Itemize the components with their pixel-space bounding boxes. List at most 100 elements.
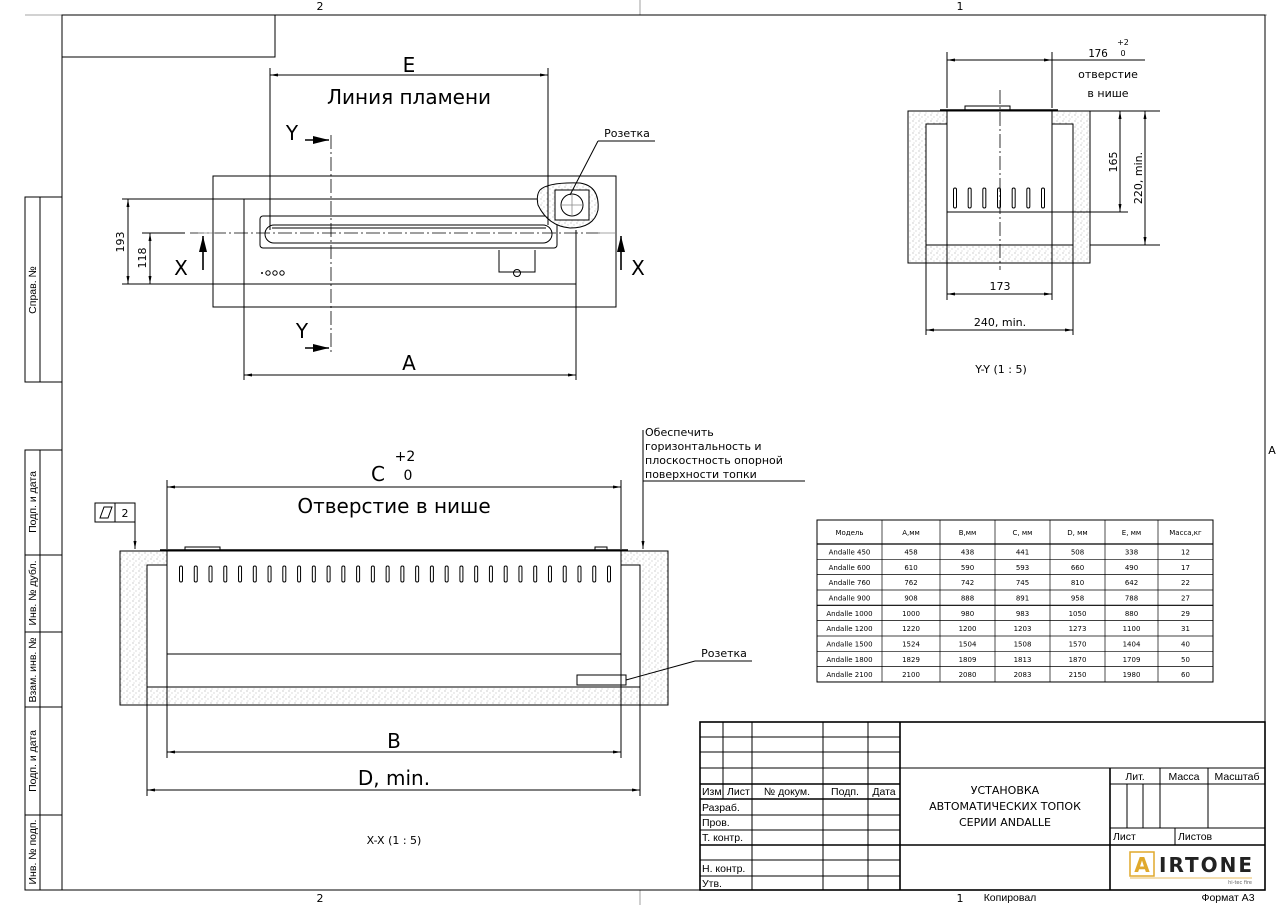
table-cell-model: Andalle 2100 — [826, 671, 872, 679]
side-label-sign-date-1: Подп. и дата — [27, 471, 39, 533]
vent-slot — [562, 565, 567, 583]
table-cell-model: Andalle 900 — [829, 594, 871, 602]
table-cell: 1829 — [902, 656, 920, 664]
note-line-1: Обеспечить — [645, 426, 714, 439]
vent-slot — [474, 565, 479, 583]
vent-slot — [208, 565, 213, 583]
table-cell: 888 — [961, 594, 974, 602]
table-cell-model: Andalle 760 — [829, 579, 871, 587]
vent-slot — [982, 187, 987, 209]
dim-193: 193 — [114, 232, 127, 253]
copied-label: Копировал — [984, 892, 1037, 904]
table-header: E, мм — [1122, 529, 1141, 537]
vent-slots — [179, 565, 611, 583]
table-header: D, мм — [1067, 529, 1087, 537]
table-cell: 22 — [1181, 579, 1190, 587]
vent-slot — [592, 565, 597, 583]
section-x-label-left: X — [174, 256, 188, 280]
control-buttons — [261, 270, 285, 276]
format-label: Формат А3 — [1201, 892, 1254, 904]
tol-zero: 0 — [404, 468, 413, 484]
col-header-doc-no: № докум. — [764, 786, 810, 798]
dim-118: 118 — [136, 248, 149, 269]
side-label-sign-date-2: Подп. и дата — [27, 730, 39, 792]
side-label-repl-inv: Взам. инв. № — [27, 637, 39, 702]
burner-top-outline — [243, 198, 577, 307]
socket-label: Розетка — [701, 647, 747, 660]
socket-box — [576, 674, 627, 686]
table-cell: 642 — [1125, 579, 1138, 587]
hole-label-1: отверстие — [1078, 68, 1138, 81]
table-cell: 593 — [1016, 564, 1029, 572]
table-header: A,мм — [902, 529, 920, 537]
table-cell: 745 — [1016, 579, 1029, 587]
flatness-icon — [99, 506, 113, 519]
dim-e: E — [403, 53, 416, 77]
vent-slot — [503, 565, 508, 583]
table-cell: 762 — [904, 579, 917, 587]
table-cell: 983 — [1016, 610, 1029, 618]
vent-slot — [415, 565, 420, 583]
table-cell: 508 — [1071, 549, 1084, 557]
drawing-title-1: УСТАНОВКА — [971, 784, 1040, 797]
table-cell: 2083 — [1014, 671, 1032, 679]
table-cell: 958 — [1071, 594, 1084, 602]
vent-slot — [238, 565, 243, 583]
table-cell: 1709 — [1123, 656, 1141, 664]
title-block: Изм. Лист № докум. Подп. Дата Разраб. Пр… — [699, 721, 1266, 891]
vent-slot — [311, 565, 316, 583]
section-y-label-top: Y — [285, 121, 299, 145]
vent-slot — [297, 565, 302, 583]
side-label-dup-inv: Инв. № дубл. — [27, 560, 39, 625]
side-stamp: Справ. № Подп. и дата Инв. № дубл. Взам.… — [24, 196, 63, 891]
vent-slot — [429, 565, 434, 583]
col-header-sign: Подп. — [831, 786, 859, 798]
dim-220: 220, min. — [1132, 152, 1145, 204]
top-left-stamp-box — [61, 14, 276, 58]
vent-slot — [488, 565, 493, 583]
table-cell: 17 — [1181, 564, 1190, 572]
vent-slot — [444, 565, 449, 583]
vent-slot — [547, 565, 552, 583]
svg-text:IRTONE: IRTONE — [1159, 853, 1254, 877]
table-cell: 1980 — [1123, 671, 1141, 679]
tol-plus: +2 — [395, 449, 416, 465]
note-line-4: поверхности топки — [645, 468, 757, 481]
role-approved: Утв. — [702, 878, 722, 890]
vent-slot — [577, 565, 582, 583]
table-cell: 1220 — [902, 625, 920, 633]
table-cell: 12 — [1181, 549, 1190, 557]
table-cell: 788 — [1125, 594, 1138, 602]
sheets-label: Листов — [1178, 831, 1213, 843]
vent-slot — [459, 565, 464, 583]
vent-slot — [179, 565, 183, 583]
hole-label: Отверстие в нише — [297, 494, 490, 518]
table-header: Масса,кг — [1169, 529, 1202, 537]
table-cell: 29 — [1181, 610, 1190, 618]
table-cell-model: Andalle 1500 — [826, 640, 872, 648]
mass-label: Масса — [1168, 771, 1199, 783]
table-cell: 50 — [1181, 656, 1190, 664]
vent-slot — [326, 565, 331, 583]
section-y-y-title: Y-Y (1 : 5) — [974, 363, 1027, 376]
dim-176: 176 — [1088, 47, 1108, 60]
niche-outline — [212, 175, 617, 308]
table-cell: 2150 — [1069, 671, 1087, 679]
table-cell: 1508 — [1014, 640, 1032, 648]
dim-173: 173 — [990, 280, 1011, 293]
table-cell: 590 — [961, 564, 974, 572]
zone-right-a: A — [1268, 444, 1276, 457]
table-cell: 60 — [1181, 671, 1190, 679]
table-cell: 1000 — [902, 610, 920, 618]
zone-bottom-2: 2 — [317, 892, 324, 905]
flame-slot — [264, 224, 553, 244]
role-developed: Разраб. — [702, 802, 740, 814]
table-cell: 980 — [961, 610, 974, 618]
socket-label: Розетка — [604, 127, 650, 140]
vent-slot — [356, 565, 361, 583]
zone-bottom-1: 1 — [957, 892, 964, 905]
note-line-2: горизонтальность и — [645, 440, 762, 453]
vent-slot — [1011, 187, 1016, 209]
table-cell: 441 — [1016, 549, 1029, 557]
col-header-sheet: Лист — [727, 786, 750, 798]
